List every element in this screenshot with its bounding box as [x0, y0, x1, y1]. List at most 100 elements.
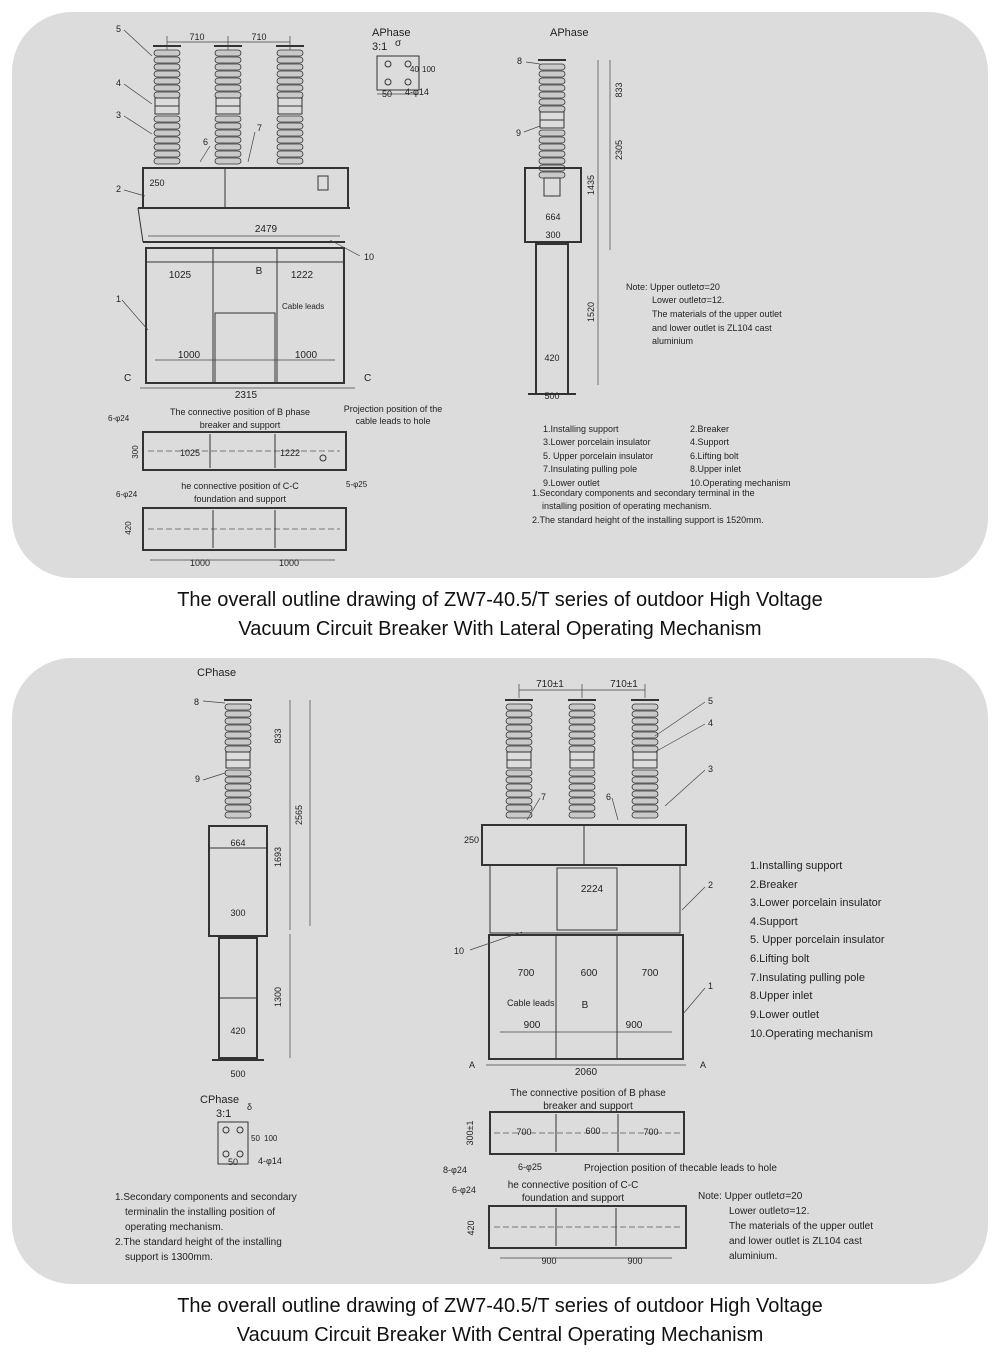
- side-dim-1435: 1435: [586, 175, 596, 195]
- part2-number-2: 2: [708, 880, 713, 890]
- side-view-2: CPhase 833 2565 1693 1300 664 300 420 50…: [194, 667, 311, 1079]
- part2-number-3: 3: [708, 764, 713, 774]
- note-line2: Lower outletσ=12.: [652, 295, 724, 305]
- diagram-central: CPhase 833 2565 1693 1300 664 300 420 50…: [115, 667, 885, 1266]
- legend-item-7: 7.Insulating pulling pole: [543, 464, 637, 474]
- caption-central: The overall outline drawing of ZW7-40.5/…: [0, 1292, 1000, 1350]
- plan2-dim-420: 420: [124, 521, 133, 535]
- note2-line5: aluminium.: [729, 1251, 777, 1262]
- dim2-710-left: 710±1: [536, 679, 564, 690]
- dim-1000-b: 1000: [295, 350, 318, 361]
- plan2-dim-600: 600: [585, 1126, 600, 1136]
- front-view: 710 710 250 2479 1025 1222 B Cable leads…: [116, 24, 374, 401]
- side-dim-2305: 2305: [614, 140, 624, 160]
- dim-2479: 2479: [255, 224, 278, 235]
- side-dim-500: 500: [544, 391, 559, 401]
- plan-holes-6: 6-φ24: [108, 414, 130, 423]
- dim2-710-right: 710±1: [610, 679, 638, 690]
- detail2-hole-spec: 4-φ14: [258, 1156, 282, 1166]
- plan-holes-5: 5-φ25: [346, 480, 368, 489]
- scale-label: 3:1: [372, 41, 387, 53]
- dim-1000-a: 1000: [178, 350, 201, 361]
- dim2-900-b: 900: [626, 1020, 643, 1031]
- section-c-left: C: [124, 373, 131, 384]
- legend-item-2: 2.Breaker: [690, 424, 729, 434]
- part-number-6: 6: [203, 137, 208, 147]
- dim-1222: 1222: [291, 270, 314, 281]
- side2-dim-1300: 1300: [273, 987, 283, 1007]
- legend-item-8: 8.Upper inlet: [690, 464, 742, 474]
- remark-line1: 1.Secondary components and secondary ter…: [532, 488, 755, 498]
- plan2-dim-1000-b: 1000: [279, 558, 299, 568]
- plan2-dim-300: 300±1: [465, 1121, 475, 1146]
- plan-view-cc-2: he connective position of C-C foundation…: [452, 1180, 687, 1266]
- section-c-right: C: [364, 373, 371, 384]
- phase-label-detail-2: CPhase: [200, 1094, 239, 1106]
- sigma-label-2: δ: [247, 1102, 252, 1112]
- note-line4: and lower outlet is ZL104 cast: [652, 323, 772, 333]
- phase-label-detail: APhase: [372, 27, 411, 39]
- detail-dim-50: 50: [382, 89, 392, 99]
- legend2-item-3: 3.Lower porcelain insulator: [750, 897, 882, 909]
- part2-number-1: 1: [708, 981, 713, 991]
- dim2-700-b: 700: [642, 968, 659, 979]
- part-number-4: 4: [116, 78, 121, 88]
- plan-view-cc: he connective position of C-C foundation…: [116, 481, 347, 568]
- side-part-number-9: 9: [516, 128, 521, 138]
- side-part-number-8: 8: [517, 56, 522, 66]
- legend-item-4: 4.Support: [690, 437, 730, 447]
- plan2-dim-1000-a: 1000: [190, 558, 210, 568]
- legend2-item-4: 4.Support: [750, 916, 798, 928]
- dim-710-right: 710: [251, 32, 266, 42]
- legend2-item-6: 6.Lifting bolt: [750, 953, 809, 965]
- side-dim-664: 664: [545, 212, 560, 222]
- terminal-detail: APhase 3:1 σ 50 40 100 4-φ14: [372, 27, 436, 99]
- dim2-700-a: 700: [518, 968, 535, 979]
- dim2-2224: 2224: [581, 884, 604, 895]
- detail2-dim-50b: 50: [228, 1157, 238, 1167]
- front-view-2: 710±1 710±1 250 2224 700 600 700 Cable l…: [454, 679, 713, 1078]
- dim2-900-a: 900: [524, 1020, 541, 1031]
- note-block: Note: Upper outletσ=20 Lower outletσ=12.…: [626, 282, 782, 346]
- plan2-proj: Projection position of thecable leads to…: [584, 1163, 777, 1174]
- legend-item-6: 6.Lifting bolt: [690, 451, 739, 461]
- part-number-10: 10: [364, 252, 374, 262]
- legend: 1.Installing support 2.Breaker 3.Lower p…: [532, 424, 791, 525]
- proj-line2: cable leads to hole: [355, 416, 430, 426]
- caption-central-line1: The overall outline drawing of ZW7-40.5/…: [177, 1295, 823, 1317]
- side-dim-420: 420: [544, 353, 559, 363]
- dim-710-left: 710: [189, 32, 204, 42]
- remark-line2: installing position of operating mechani…: [542, 501, 712, 511]
- section-a-right: A: [700, 1060, 706, 1070]
- dim2-2060: 2060: [575, 1067, 598, 1078]
- legend-2: 1.Installing support 2.Breaker 3.Lower p…: [750, 860, 885, 1040]
- plan2-holes-6: 6-φ24: [116, 490, 138, 499]
- detail2-dim-100: 100: [264, 1134, 278, 1143]
- note-line1: Note: Upper outletσ=20: [626, 282, 720, 292]
- legend-item-3: 3.Lower porcelain insulator: [543, 437, 651, 447]
- remark2-line3: operating mechanism.: [125, 1222, 223, 1233]
- plan-dim-1222: 1222: [280, 448, 300, 458]
- side-view: APhase 833 2305 1435 1520 664 300 420 50…: [516, 27, 624, 401]
- detail2-dim-50a: 50: [251, 1134, 260, 1143]
- part2-number-10: 10: [454, 946, 464, 956]
- remarks-2: 1.Secondary components and secondary ter…: [115, 1192, 297, 1263]
- caption-lateral: The overall outline drawing of ZW7-40.5/…: [0, 586, 1000, 644]
- conn2-cc-line1: he connective position of C-C: [508, 1180, 639, 1191]
- note2-line1: Note: Upper outletσ=20: [698, 1191, 803, 1202]
- side2-part-number-9: 9: [195, 774, 200, 784]
- side-dim-833: 833: [614, 82, 624, 97]
- plan2-dim-700-a: 700: [516, 1127, 531, 1137]
- side2-dim-420: 420: [230, 1026, 245, 1036]
- note2-line4: and lower outlet is ZL104 cast: [729, 1236, 862, 1247]
- plan2b-dim-900-b: 900: [627, 1256, 642, 1266]
- part2-number-4: 4: [708, 718, 713, 728]
- plan2b-dim-420: 420: [466, 1220, 476, 1235]
- note2-line2: Lower outletσ=12.: [729, 1206, 809, 1217]
- note-block-2: Note: Upper outletσ=20 Lower outletσ=12.…: [698, 1191, 873, 1262]
- side2-dim-2565: 2565: [294, 805, 304, 825]
- legend-item-1: 1.Installing support: [543, 424, 619, 434]
- dim-1025: 1025: [169, 270, 192, 281]
- diagram-lateral: 710 710 250 2479 1025 1222 B Cable leads…: [108, 24, 791, 568]
